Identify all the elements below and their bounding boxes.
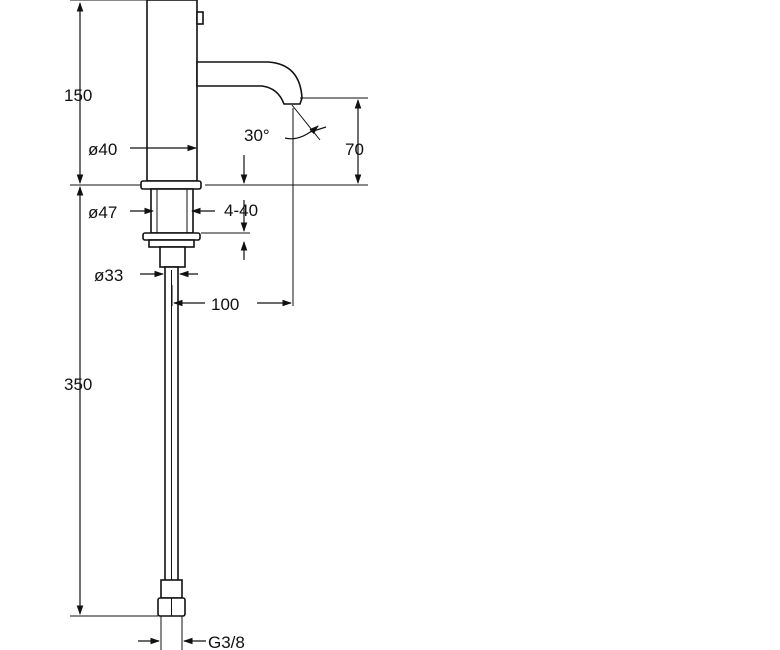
mounting-plate [142,232,201,241]
label-spout-angle: 30° [244,126,270,145]
label-clamp-range: 4-40 [224,201,258,220]
label-diameter-body: ø40 [88,140,117,159]
faucet-outline [140,0,303,617]
faucet-body [146,0,198,182]
mounting-nut [148,239,195,248]
lever-knob [196,11,204,25]
base-flange [140,180,202,190]
label-height-lower: 350 [64,375,92,394]
label-height-upper: 150 [64,86,92,105]
label-spout-height: 70 [345,140,364,159]
dimension-lines [70,0,368,650]
spout [196,61,303,105]
dimension-labels: 150 350 ø40 ø47 ø33 70 30° 4-40 100 G3/8 [64,86,364,650]
hose-fitting [160,579,183,599]
label-diameter-base: ø47 [88,203,117,222]
lower-stub [159,246,186,268]
label-thread: G3/8 [208,633,245,650]
label-diameter-shank: ø33 [94,266,123,285]
label-spout-reach: 100 [211,295,239,314]
